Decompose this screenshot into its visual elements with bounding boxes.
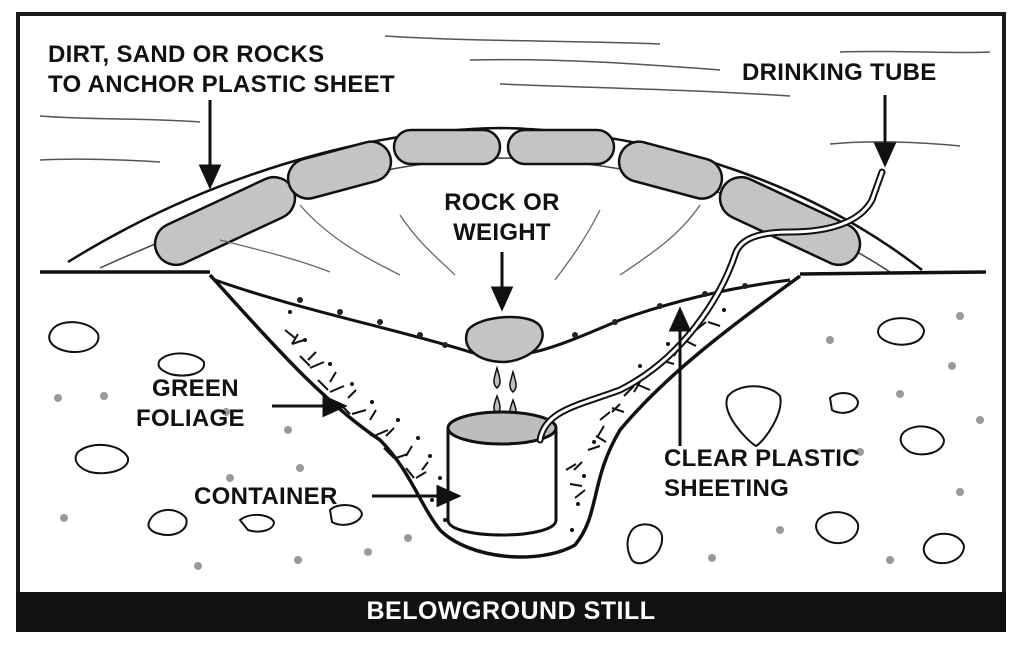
foliage-label-line2: FOLIAGE — [136, 405, 245, 432]
background-strokes — [39, 35, 991, 163]
sheeting-label-line2: SHEETING — [664, 475, 790, 502]
rock-weight — [465, 315, 544, 364]
title-banner: BELOWGROUND STILL — [16, 592, 1006, 632]
anchor-stone — [617, 140, 724, 200]
sheeting-arrowhead — [668, 306, 692, 332]
anchor-stone — [392, 128, 502, 166]
foliage-label-line1: GREEN — [152, 375, 239, 402]
soil-pebbles — [48, 317, 966, 565]
container-label: CONTAINER — [194, 483, 338, 510]
soil-dots — [54, 312, 984, 570]
container — [446, 410, 558, 537]
banner-title: BELOWGROUND STILL — [366, 597, 656, 625]
drinking-tube-inner — [538, 170, 884, 442]
tube-arrowhead — [873, 142, 897, 168]
anchor-stone — [718, 175, 862, 267]
rock-arrowhead — [490, 286, 514, 312]
container-arrowhead — [436, 484, 462, 508]
drinking-tube-label: DRINKING TUBE — [742, 59, 937, 86]
anchor-label-line1: DIRT, SAND OR ROCKS — [48, 41, 325, 68]
anchor-stones — [153, 128, 862, 267]
rock-label-line2: WEIGHT — [453, 219, 551, 246]
callout-arrows — [198, 95, 897, 508]
anchor-mound — [67, 126, 923, 271]
anchor-stone — [286, 140, 393, 200]
falling-drops — [493, 365, 517, 419]
sheeting-label-line1: CLEAR PLASTIC — [664, 445, 860, 472]
foliage-arrowhead — [322, 394, 348, 418]
sheet-creases — [219, 204, 701, 281]
anchor-label-line2: TO ANCHOR PLASTIC SHEET — [48, 71, 395, 98]
anchor-stone — [506, 128, 616, 166]
anchor-arrowhead — [198, 164, 222, 190]
container-water — [446, 410, 558, 446]
ground-line — [40, 270, 987, 276]
rock-label-line1: ROCK OR — [444, 189, 560, 216]
condensation-drops — [297, 283, 748, 348]
